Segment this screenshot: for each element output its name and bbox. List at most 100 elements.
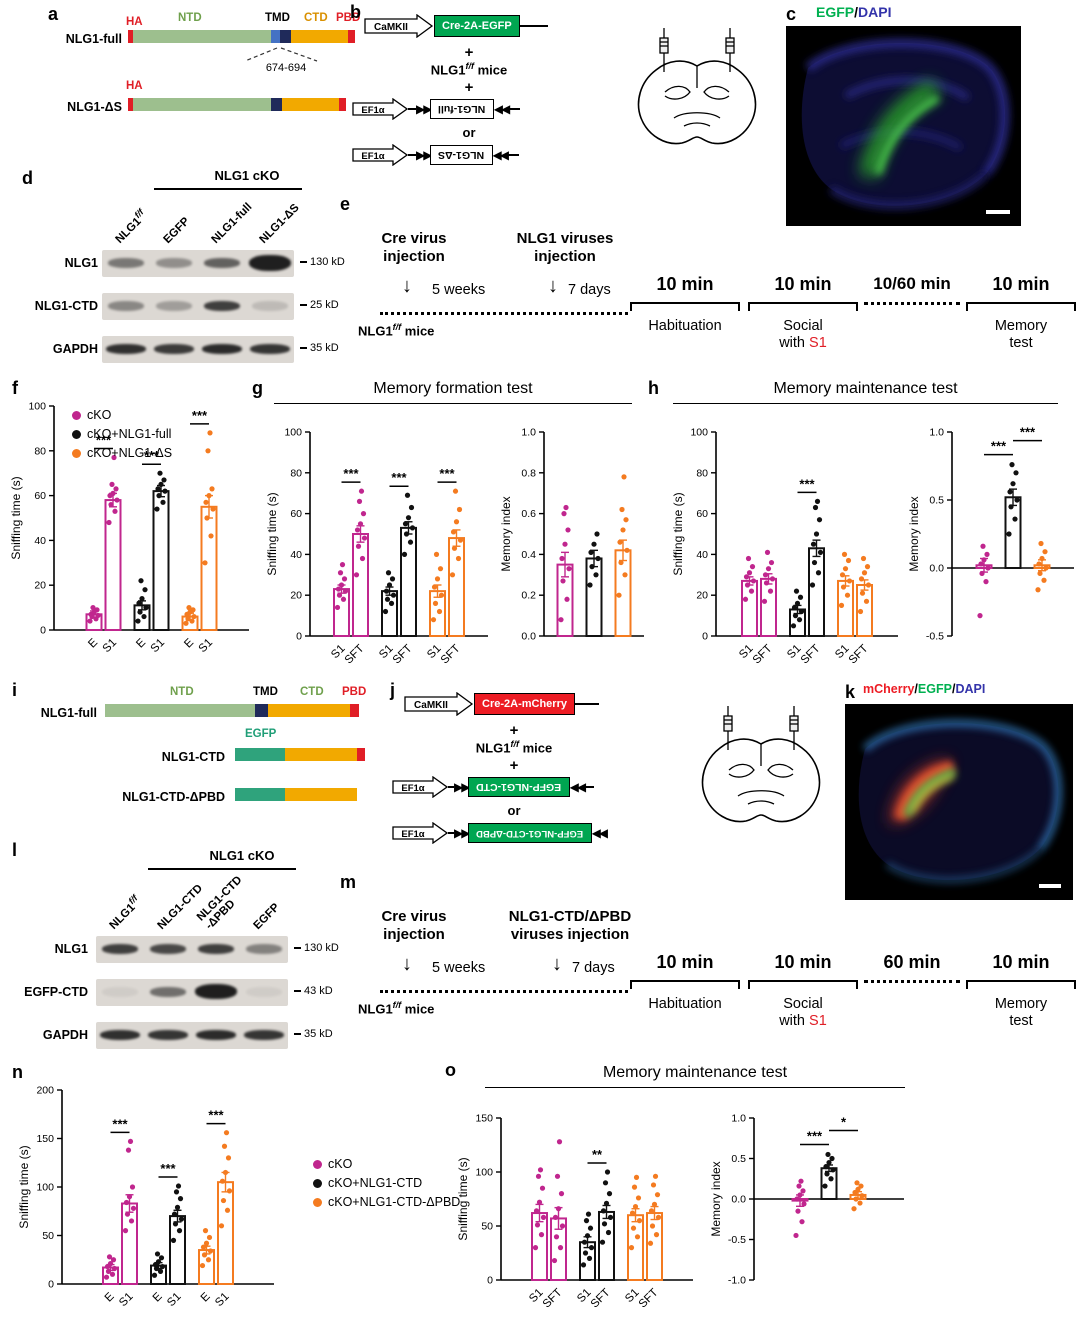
brain-injection-schematic-j [701,706,821,823]
svg-text:E: E [151,1290,165,1304]
nlg1-ds-inverted-box: NLG1-ΔS [430,145,493,165]
data-point [624,547,630,553]
svg-text:**: ** [592,1147,603,1162]
svg-text:20: 20 [34,580,46,592]
data-point [619,506,625,513]
timeline-dotted-line [380,312,628,315]
svg-text:40: 40 [34,535,46,547]
data-point [634,1234,641,1240]
data-point [652,1173,659,1179]
svg-text:E: E [134,636,148,650]
panel-c-fluorescence-image: c EGFP/DAPI [786,4,1026,234]
ctd-label-i: CTD [300,686,324,698]
data-point [1035,587,1041,593]
data-point [137,609,143,615]
loxp-triangles-right-2: ◀◀ [492,148,510,162]
data-point [200,1244,207,1250]
loxp-triangles-right-1-j: ◀◀ [569,780,587,794]
data-point [588,549,594,555]
svg-text:0.0: 0.0 [731,1194,746,1206]
data-point [628,1245,635,1251]
svg-text:50: 50 [481,1221,493,1233]
injection-arrow-1-m: ↓ [402,953,412,975]
data-point [769,576,776,582]
blot-lane-header-l: NLG1 cKO NLG1f/f NLG1-CTD NLG1-CTD-ΔPBD … [12,840,342,934]
ctd-domain-label: CTD [304,12,328,24]
panel-label-l: l [12,840,18,860]
loxp-triangles-left-1-j: ▶▶ [454,780,471,794]
data-point [555,1206,562,1212]
pbd-domain-label: PBD [336,12,361,24]
data-point [980,543,986,549]
svg-text:Sniffing time (s): Sniffing time (s) [456,1157,470,1240]
data-point [762,572,769,578]
camkii-label-j: CaMKII [414,700,448,711]
data-point [824,1171,830,1177]
data-point [599,1239,606,1245]
data-point [605,1229,612,1236]
data-point [763,580,770,586]
data-point [1037,570,1043,577]
data-point [863,598,870,604]
data-point [816,517,823,523]
data-point [1007,489,1013,495]
ef1a-label-2: EF1α [361,151,384,162]
data-point [1006,531,1012,537]
svg-text:Memory index: Memory index [709,1161,723,1236]
nlg1-ff-mice-label: NLG1f/f mice [364,61,574,77]
data-point [136,600,142,606]
data-point [562,541,568,547]
data-point [125,1147,132,1153]
nlg1-cko-underline [154,188,302,190]
data-point [839,572,846,578]
dapi-channel-label: DAPI [858,4,892,20]
camkii-mcherry-construct: CaMKII Cre-2A-mCherry [404,692,599,716]
data-point [356,498,363,504]
data-point [553,1234,560,1240]
data-point [857,1200,863,1206]
ef1a-nlg1-full-construct: EF1α ▶▶ NLG1-full ◀◀ [352,97,521,121]
svg-text:0: 0 [702,631,708,643]
data-point [743,574,750,580]
data-point [108,501,114,508]
data-point [857,608,864,615]
memory-maintenance-title-o: Memory maintenance test [485,1064,905,1088]
data-point [1043,565,1049,571]
svg-text:40: 40 [696,549,708,561]
svg-text:100: 100 [284,427,302,439]
data-point [401,551,408,557]
svg-text:100: 100 [475,1167,493,1179]
blot-strip-nlg1-ctd [102,293,294,320]
svg-text:50: 50 [42,1230,54,1242]
svg-text:0.5: 0.5 [929,495,944,507]
data-point [437,566,444,572]
data-point [135,618,141,624]
data-point [793,588,800,594]
data-point [632,1203,639,1210]
nlg1-ff-mice-label-m: NLG1f/f mice [358,1000,435,1017]
data-point [566,566,572,572]
data-point [403,531,410,537]
five-weeks-label-m: 5 weeks [432,960,486,976]
bar [741,579,758,637]
bar [400,526,417,637]
data-point [127,1138,134,1145]
data-point [563,504,569,511]
data-point [383,588,390,594]
data-point [408,504,415,511]
panel-label-f: f [12,378,18,398]
data-point [222,1169,229,1176]
data-point [618,559,624,566]
panel-label-c: c [786,4,797,24]
svg-text:SFT: SFT [391,643,415,667]
data-point [813,531,820,537]
injection-arrow-2-m: ↓ [552,953,562,975]
data-point [853,1196,859,1202]
data-point [985,565,991,571]
or-label: or [462,125,476,140]
